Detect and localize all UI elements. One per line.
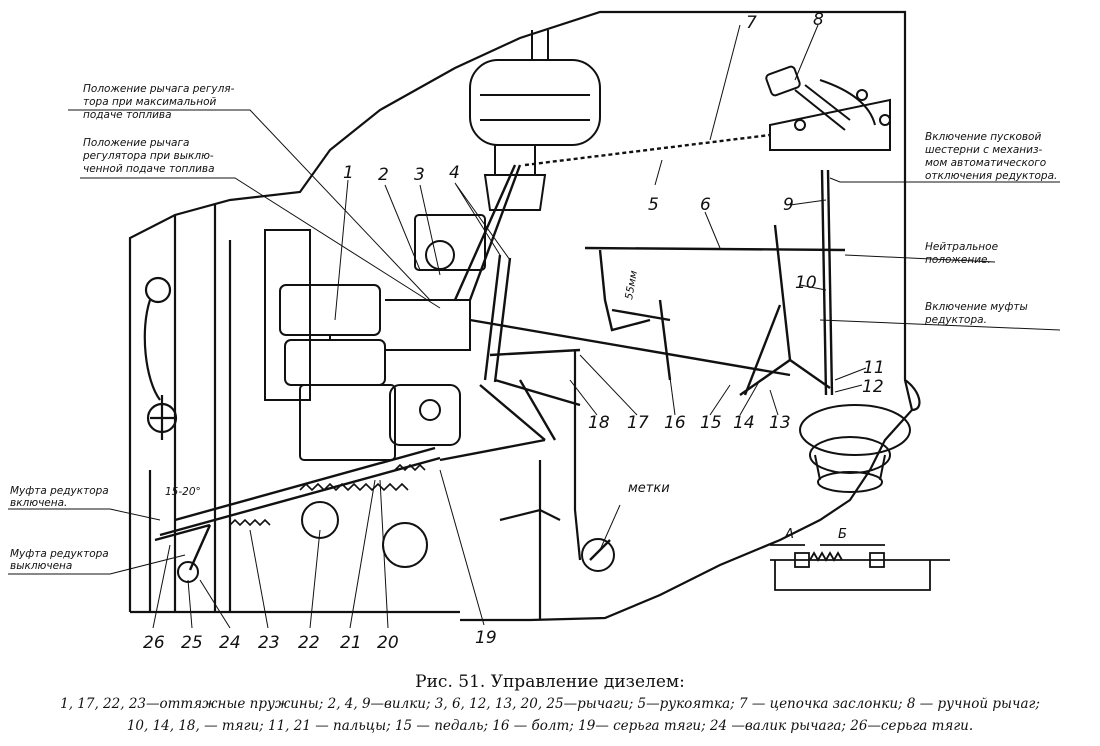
- annotation-clutch-off: выключена: [10, 560, 72, 572]
- part-label: 13: [769, 413, 791, 433]
- annotation-clutch-engage: редуктора.: [924, 314, 987, 326]
- figure-caption-legend: 1, 17, 22, 23—оттяжные пружины; 2, 4, 9—…: [0, 693, 1100, 737]
- dimension-b: Б: [838, 527, 847, 542]
- part-label: 17: [627, 413, 649, 433]
- callout-annotations: Положение рычага регуля- тора при максим…: [10, 83, 1057, 572]
- figure-caption-title: Рис. 51. Управление дизелем:: [415, 672, 685, 692]
- leader-lines: [8, 24, 1061, 629]
- part-label: 7: [746, 13, 757, 33]
- hand-lever-8: [765, 65, 891, 151]
- part-label: 5: [648, 195, 659, 215]
- annotation-starter-gear: отключения редуктора.: [925, 170, 1057, 182]
- annotation-starter-gear: шестерни с механиз-: [925, 144, 1043, 156]
- springs: [229, 463, 426, 527]
- part-label: 16: [664, 413, 686, 433]
- part-label: 19: [475, 628, 497, 648]
- part-label: 23: [258, 633, 280, 653]
- annotation-regulator-max: Положение рычага регуля-: [83, 83, 235, 95]
- part-label: 10: [795, 273, 817, 293]
- part-label: 6: [700, 195, 711, 215]
- engine-body-outline: [128, 10, 921, 622]
- annotation-clutch-on: Муфта редуктора: [10, 485, 109, 497]
- part-label: 3: [414, 165, 425, 185]
- annotation-regulator-off: ченной подаче топлива: [83, 163, 215, 175]
- annotation-regulator-max: тора при максимальной: [83, 96, 217, 108]
- part-label: 18: [588, 413, 610, 433]
- part-label: 26: [143, 633, 165, 653]
- annotation-clutch-off: Муфта редуктора: [10, 548, 109, 560]
- part-label: 9: [783, 195, 794, 215]
- part-label: 14: [733, 413, 755, 433]
- part-label: 2: [378, 165, 389, 185]
- part-label: 22: [298, 633, 320, 653]
- dimension-a: А: [784, 527, 794, 542]
- part-label: 8: [813, 10, 824, 30]
- fuel-tank: [469, 30, 601, 211]
- annotation-regulator-max: подаче топлива: [83, 109, 172, 121]
- part-number-labels: 1 2 3 4 5 6 7 8 9 10 11 12 13 14 15 16 1…: [143, 10, 885, 653]
- dimension-55mm: 55мм: [623, 270, 640, 301]
- part-label: 20: [377, 633, 399, 653]
- part-label: 21: [340, 633, 362, 653]
- part-label: 1: [343, 163, 354, 183]
- annotation-regulator-off: Положение рычага: [83, 137, 189, 149]
- annotation-starter-gear: мом автоматического: [925, 157, 1046, 169]
- part-label: 25: [181, 633, 203, 653]
- part-label: 4: [449, 163, 460, 183]
- inset-detail: [770, 544, 950, 591]
- annotation-marks: метки: [628, 481, 670, 496]
- part-label: 24: [219, 633, 241, 653]
- annotation-starter-gear: Включение пусковой: [925, 131, 1041, 143]
- annotation-clutch-on: включена.: [10, 497, 67, 509]
- legend-line: 1, 17, 22, 23—оттяжные пружины; 2, 4, 9—…: [60, 696, 1040, 712]
- annotation-clutch-engage: Включение муфты: [925, 301, 1028, 313]
- annotation-neutral: Нейтральное: [925, 241, 998, 253]
- gear-housing: [177, 404, 911, 583]
- annotation-regulator-off: регулятора при выклю-: [82, 150, 214, 162]
- legend-line: 10, 14, 18, — тяги; 11, 21 — пальцы; 15 …: [126, 718, 974, 734]
- part-label: 11: [863, 358, 885, 378]
- annotation-neutral: положение.: [925, 254, 991, 266]
- control-rods: [154, 133, 846, 571]
- part-label: 12: [862, 377, 884, 397]
- dimension-angle: 15-20°: [165, 486, 201, 498]
- regulator-and-pump: [264, 214, 486, 461]
- part-label: 15: [700, 413, 722, 433]
